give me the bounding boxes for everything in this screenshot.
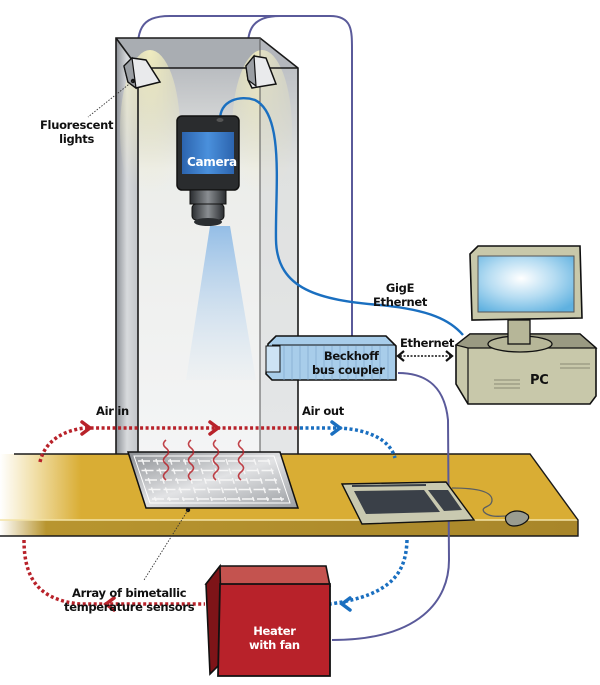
sensor-array: [126, 451, 300, 509]
air-flow-arrows: [80, 420, 352, 612]
label-line: GigE: [385, 281, 415, 295]
label-line: lights: [59, 132, 95, 146]
air-in-arrow: [80, 420, 93, 436]
sensor-col: [169, 458, 185, 502]
ethernet-link: [396, 350, 454, 362]
leader-line-lights: [87, 80, 134, 118]
label-line: Ethernet: [373, 295, 428, 309]
fluorescent-light-right: [245, 54, 278, 89]
pc-vent: [494, 363, 590, 389]
label-line: bus coupler: [312, 363, 385, 377]
label-bus-coupler: Beckhoff bus coupler: [312, 349, 385, 377]
monitor-stand: [507, 319, 531, 345]
label-line: Array of bimetallic: [72, 586, 187, 600]
label-line: temperature sensors: [64, 600, 195, 614]
air-flow-hot: [22, 426, 300, 606]
gige-ethernet-cable: [218, 97, 464, 336]
sensor-col: [197, 458, 213, 502]
sensor-col: [267, 458, 283, 502]
mouse-cable: [451, 487, 509, 517]
sensor-col: [155, 458, 171, 502]
label-camera: Camera: [187, 155, 237, 169]
label-line: Beckhoff: [323, 349, 379, 363]
beckhoff-bus-coupler: [265, 335, 397, 381]
camera-port: [216, 118, 224, 122]
label-heater: Heater with fan: [249, 624, 300, 652]
air-out-arrow: [330, 420, 343, 436]
sensor-col: [239, 458, 255, 502]
label-line: Heater: [253, 624, 296, 638]
keyboard: [340, 481, 476, 525]
label-fluorescent-lights: Fluorescent lights: [40, 118, 114, 146]
camera: [176, 115, 240, 226]
camera-view-cone: [186, 226, 256, 380]
sensor-col: [211, 458, 227, 502]
mouse: [504, 510, 530, 527]
label-pc: PC: [530, 373, 549, 388]
label-line: Fluorescent: [40, 118, 114, 132]
sensor-col: [225, 458, 241, 502]
sensor-col: [141, 458, 157, 502]
label-gige-ethernet: GigE Ethernet: [373, 281, 427, 309]
label-air-in: Air in: [96, 404, 129, 418]
pc: [454, 245, 598, 405]
label-air-out: Air out: [302, 404, 345, 418]
heater-with-fan: [204, 563, 331, 677]
power-cable-heater: [331, 372, 451, 641]
sensor-col: [253, 458, 269, 502]
label-sensor-array: Array of bimetallic temperature sensors: [64, 586, 195, 614]
label-line: with fan: [249, 638, 300, 652]
heat-waves: [162, 439, 245, 481]
monitor-screen: [477, 255, 575, 313]
label-ethernet: Ethernet: [400, 336, 455, 350]
